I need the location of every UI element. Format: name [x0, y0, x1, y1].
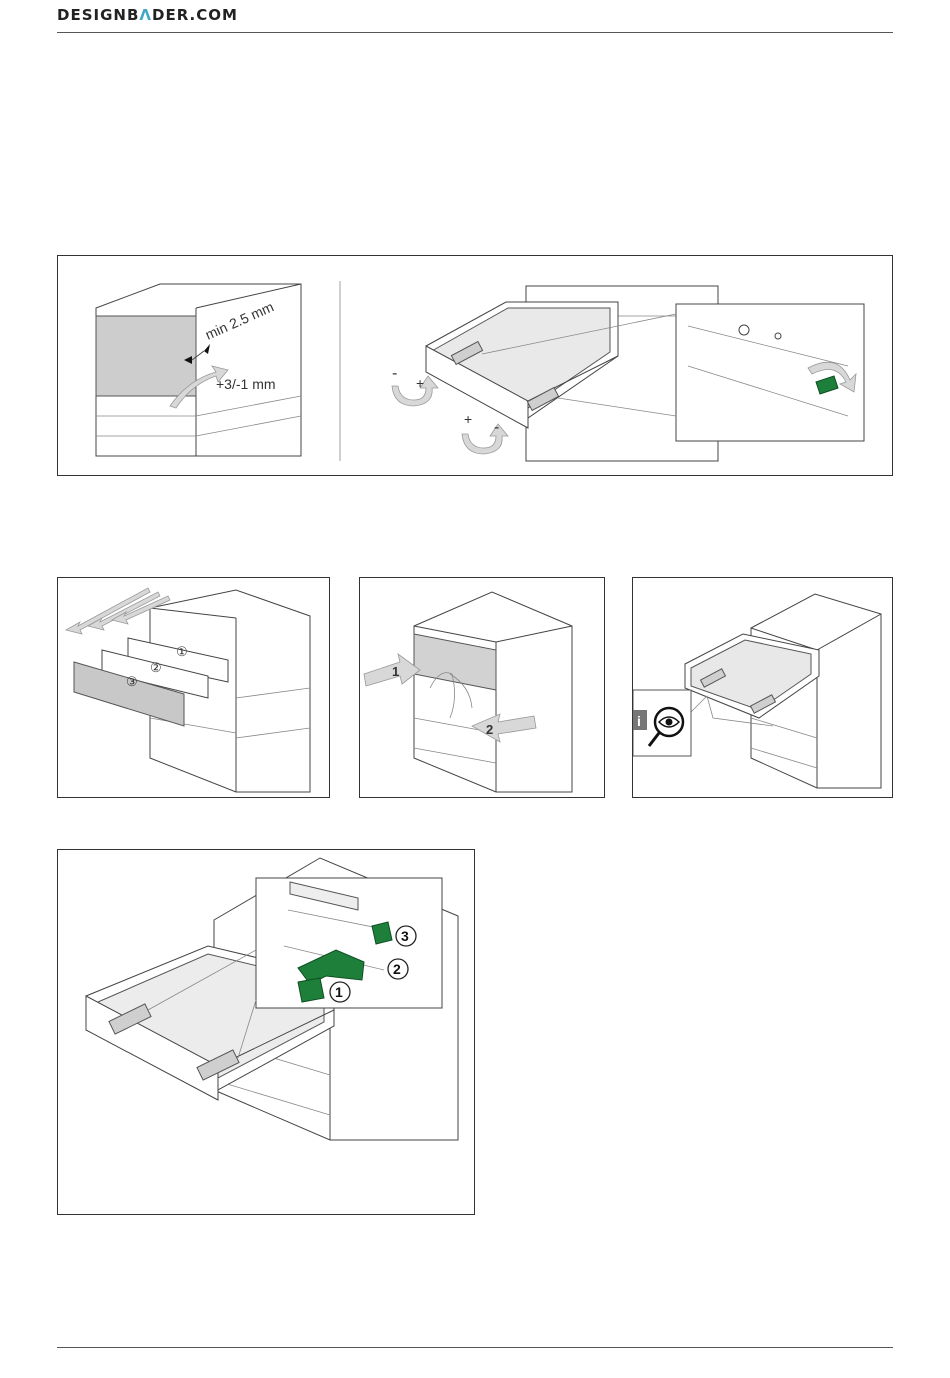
- push-arrow-icon: 1: [364, 654, 420, 686]
- panel-removal-steps: 1 2: [359, 577, 605, 798]
- panel-inspection: i: [632, 577, 893, 798]
- adjust-label: +3/-1 mm: [216, 376, 276, 392]
- panel-component-detail: 3 2 1: [57, 849, 475, 1215]
- removal-steps-illustration: 1 2: [360, 578, 604, 797]
- drawer-num-2: ②: [150, 660, 162, 675]
- step-2: 2: [486, 722, 493, 737]
- plus-left: +: [416, 375, 424, 391]
- rotate-arrow-bottom-icon: + -: [462, 411, 508, 454]
- panel-adjustment: min 2.5 mm +3/-1 mm: [57, 255, 893, 476]
- brand-prefix: DESIGNB: [57, 6, 139, 24]
- drawer-num-1: ①: [176, 644, 188, 659]
- panel-drawer-order: ① ② ③: [57, 577, 330, 798]
- minus-left: -: [392, 365, 397, 382]
- footer-rule: [57, 1347, 893, 1348]
- step-1: 1: [392, 664, 399, 679]
- drawer-order-illustration: ① ② ③: [58, 578, 329, 797]
- inspection-illustration: i: [633, 578, 892, 797]
- header-rule: [57, 32, 893, 33]
- adjustment-illustration: min 2.5 mm +3/-1 mm: [58, 256, 892, 475]
- drawer-num-3: ③: [126, 674, 138, 689]
- plus-bottom: +: [464, 411, 472, 427]
- component-detail-illustration: 3 2 1: [58, 850, 474, 1214]
- brand-suffix: DER.COM: [152, 6, 238, 24]
- minus-bottom: -: [494, 419, 499, 436]
- brand-logo: DESIGNBΛDER.COM: [57, 6, 238, 24]
- brand-accent: Λ: [139, 6, 152, 24]
- callout-3: 3: [401, 928, 409, 944]
- callout-2: 2: [393, 961, 401, 977]
- callout-1: 1: [335, 984, 343, 1000]
- info-letter: i: [637, 713, 641, 729]
